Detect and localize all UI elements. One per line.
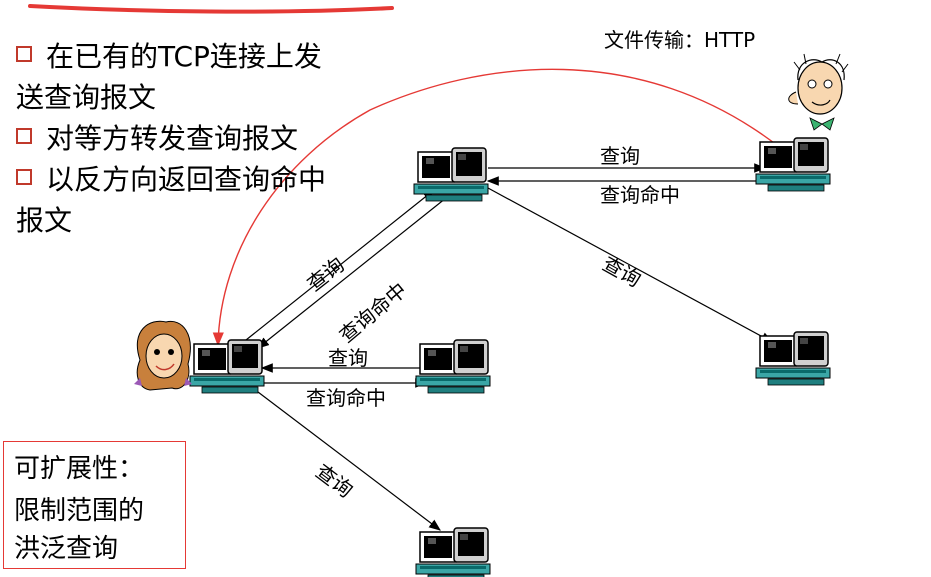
- peer-bottom: [415, 527, 491, 577]
- edge-topcenter-to-right-query: [487, 187, 774, 343]
- label-query-top: 查询: [600, 144, 640, 168]
- label-hit-middle: 查询命中: [306, 386, 386, 410]
- peer-left: [189, 339, 265, 394]
- edge-topcenter-to-left-hit: [257, 197, 447, 349]
- peer-top-right: [755, 137, 831, 192]
- peer-right: [755, 331, 831, 386]
- file-transfer-http-label: 文件传输：HTTP: [604, 28, 756, 52]
- edge-left-to-topcenter-query: [245, 189, 435, 341]
- bullet-item: 以反方向返回查询命中报文: [16, 163, 327, 237]
- label-query-middle: 查询: [328, 346, 368, 370]
- edge-left-to-bottom-query: [257, 391, 441, 531]
- peer-top-center: [413, 147, 489, 202]
- label-hit-top: 查询命中: [600, 183, 680, 207]
- scalability-box: 可扩展性： 限制范围的 洪泛查询: [3, 441, 186, 569]
- bullet-item: 在已有的TCP连接上发送查询报文: [16, 40, 322, 114]
- square-bullet-icon: [16, 46, 32, 62]
- http-transfer-arrow: [212, 68, 779, 347]
- bullet-item: 对等方转发查询报文: [16, 118, 336, 159]
- bullet-list: 在已有的TCP连接上发送查询报文 对等方转发查询报文 以反方向返回查询命中报文: [16, 36, 336, 241]
- scalability-title: 可扩展性：: [14, 454, 145, 484]
- square-bullet-icon: [16, 128, 32, 144]
- square-bullet-icon: [16, 169, 32, 185]
- scalability-line2: 洪泛查询: [14, 534, 119, 564]
- title-underline-stroke: [28, 4, 394, 14]
- person-alice-icon: [134, 320, 192, 391]
- scalability-line1: 限制范围的: [14, 496, 145, 526]
- person-bob-icon: [788, 53, 849, 131]
- peer-middle: [415, 339, 491, 394]
